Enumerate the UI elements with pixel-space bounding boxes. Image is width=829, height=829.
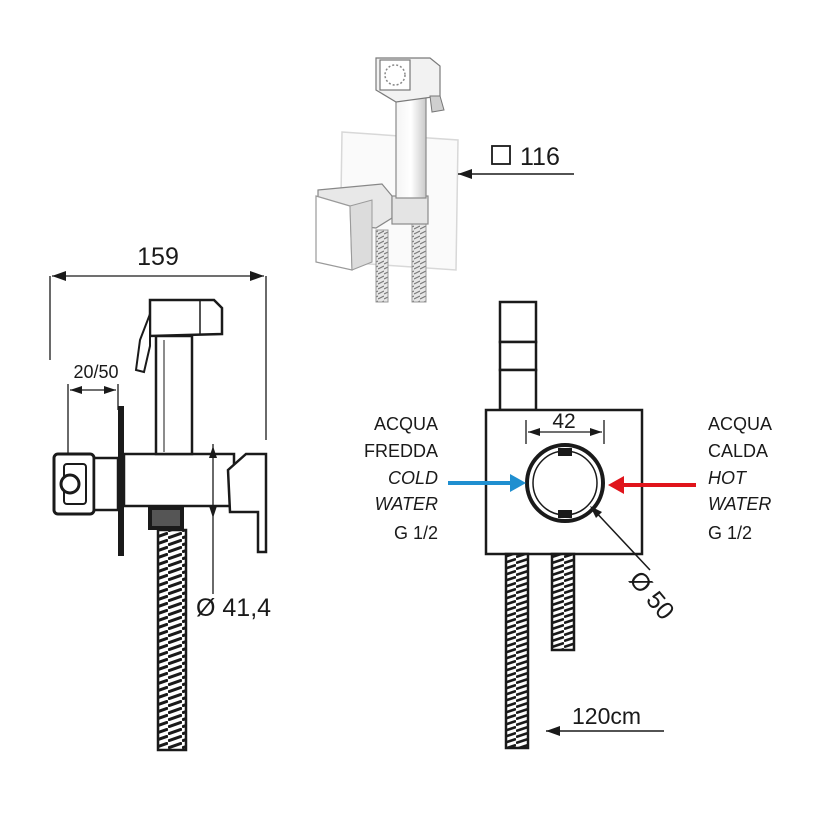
- cold-label-line1: ACQUA: [374, 414, 438, 434]
- plate-42-label: 42: [552, 410, 575, 433]
- cold-thread-label: G 1/2: [394, 523, 438, 543]
- square-116-dimension: 116: [458, 143, 574, 179]
- side-view: 159 20/50 Ø 41: [49, 243, 271, 752]
- diameter-50-label: Ø 50: [623, 566, 679, 626]
- front-view: 42 Ø 50 120cm ACQUA FREDDA COLD WATER G …: [364, 300, 772, 750]
- hot-label-line4: WATER: [708, 494, 771, 514]
- width-159-label: 159: [137, 243, 179, 271]
- hot-label-line3: HOT: [708, 468, 748, 488]
- diameter-41-label: Ø 41,4: [196, 594, 271, 622]
- cold-label-line3: COLD: [388, 468, 438, 488]
- product-photo: [315, 57, 459, 303]
- offset-20-50-label: 20/50: [73, 362, 118, 382]
- hot-label-line1: ACQUA: [708, 414, 772, 434]
- hot-label-line2: CALDA: [708, 441, 768, 461]
- cold-label-line2: FREDDA: [364, 441, 438, 461]
- hot-thread-label: G 1/2: [708, 523, 752, 543]
- square-symbol-icon: [491, 145, 511, 165]
- cold-label-line4: WATER: [375, 494, 438, 514]
- square-dimension-label: 116: [520, 143, 560, 171]
- hose-length-label: 120cm: [572, 703, 641, 729]
